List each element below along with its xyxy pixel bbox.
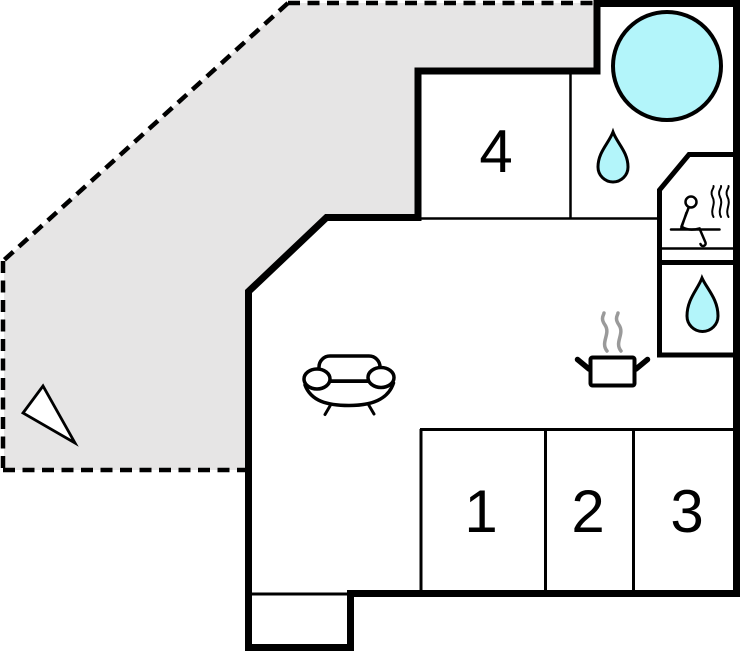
exterior-walls — [245, 0, 740, 651]
room-label-2: 2 — [571, 478, 604, 545]
sauna-shower-walls — [657, 152, 736, 358]
room-label-3: 3 — [670, 478, 703, 545]
room-label-1: 1 — [464, 478, 497, 545]
north-arrow-icon — [20, 383, 79, 447]
wall-sauna-chamfer — [657, 152, 736, 357]
pot-handle-left — [574, 356, 592, 372]
water-drop-icon — [685, 274, 720, 333]
terrace-dashed-border — [0, 0, 597, 473]
room-label-4: 4 — [479, 118, 512, 185]
interior-walls — [250, 74, 733, 596]
sofa-legs — [323, 404, 376, 416]
sauna-steam — [710, 185, 730, 218]
sofa-armrest-left — [302, 367, 332, 391]
sofa-seat — [303, 381, 396, 408]
sofa-armrest-right — [366, 365, 396, 390]
sauna-person-head — [684, 195, 698, 209]
sofa-icon — [302, 354, 396, 416]
pot-steam — [600, 311, 623, 353]
terrace-border-diagonal — [1, 1, 290, 263]
sauna-icon — [669, 185, 730, 248]
stove-pot-icon — [574, 311, 651, 388]
hot-tub-icon — [611, 10, 723, 122]
pot-body — [588, 355, 637, 388]
water-drop-icon — [596, 127, 630, 184]
terrace-area — [4, 3, 597, 470]
pot-handle-right — [633, 356, 651, 372]
